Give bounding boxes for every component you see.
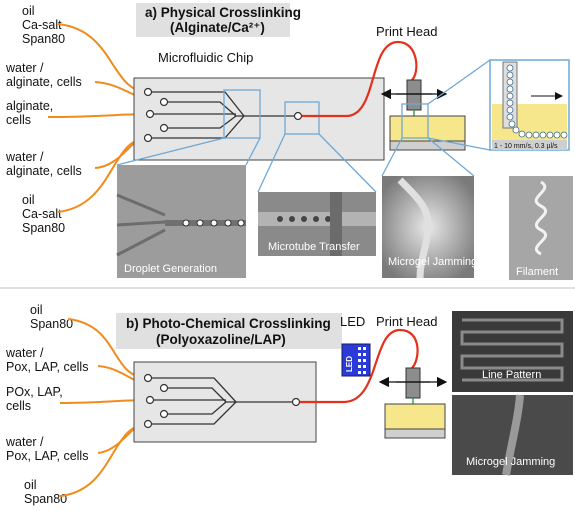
svg-text:water /: water / <box>5 346 44 360</box>
photo-microtube-transfer: Microtube Transfer <box>258 192 376 256</box>
svg-text:water /: water / <box>5 61 44 75</box>
svg-text:Pox, LAP, cells: Pox, LAP, cells <box>6 360 88 374</box>
panel-a-inputs: oil Ca-salt Span80 water / alginate, cel… <box>5 4 82 235</box>
photo-line-pattern: Line Pattern <box>452 311 573 392</box>
print-head-a <box>380 79 466 151</box>
svg-text:Pox, LAP, cells: Pox, LAP, cells <box>6 449 88 463</box>
svg-text:cells: cells <box>6 113 31 127</box>
microfluidic-chip-a <box>133 77 385 161</box>
svg-text:Ca-salt: Ca-salt <box>22 18 62 32</box>
svg-text:alginate, cells: alginate, cells <box>6 75 82 89</box>
photo-droplet-generation: Droplet Generation <box>116 165 246 278</box>
svg-text:alginate, cells: alginate, cells <box>6 164 82 178</box>
print-head-zoom-inset: 1 - 10 mm/s, 0.3 µl/s <box>489 59 570 151</box>
svg-text:Span80: Span80 <box>22 32 65 46</box>
svg-text:Span80: Span80 <box>24 492 67 506</box>
panel-b-title-box <box>116 313 342 349</box>
svg-text:oil: oil <box>30 303 43 317</box>
svg-text:oil: oil <box>22 4 35 18</box>
speed-label: 1 - 10 mm/s, 0.3 µl/s <box>494 143 558 150</box>
photo-filament: Filament <box>509 176 573 280</box>
svg-text:oil: oil <box>22 193 35 207</box>
photo-microgel-jamming-b: Microgel Jamming <box>452 394 573 476</box>
panel-b-inputs: oil Span80 water / Pox, LAP, cells POx, … <box>5 303 88 506</box>
chip-label: Microfluidic Chip <box>158 50 253 65</box>
print-head-label-b: Print Head <box>376 314 437 329</box>
microtube-transfer-caption: Microtube Transfer <box>268 241 360 253</box>
svg-text:Span80: Span80 <box>22 221 65 235</box>
photo-microgel-jamming-a: Microgel Jamming <box>382 176 477 279</box>
svg-text:oil: oil <box>24 478 37 492</box>
led-label: LED <box>340 314 365 329</box>
line-pattern-caption: Line Pattern <box>482 369 541 381</box>
svg-text:water /: water / <box>5 435 44 449</box>
led-box-text: LED <box>345 356 354 372</box>
svg-text:Span80: Span80 <box>30 317 73 331</box>
tubing-b <box>300 328 419 404</box>
tubing-a <box>302 40 418 118</box>
panel-b-title: b) Photo-Chemical Crosslinking <box>126 316 331 331</box>
panel-a-title: a) Physical Crosslinking <box>145 5 301 20</box>
microgel-jamming-caption-a: Microgel Jamming <box>388 256 477 268</box>
panel-b-subtitle: (Polyoxazoline/LAP) <box>156 332 286 347</box>
filament-caption: Filament <box>516 266 558 278</box>
svg-text:alginate,: alginate, <box>6 99 53 113</box>
print-head-label-a: Print Head <box>376 24 437 39</box>
droplet-generation-caption: Droplet Generation <box>124 263 217 275</box>
svg-text:water /: water / <box>5 150 44 164</box>
svg-text:Ca-salt: Ca-salt <box>22 207 62 221</box>
microgel-jamming-caption-b: Microgel Jamming <box>466 456 555 468</box>
print-head-b <box>378 367 448 439</box>
svg-text:POx, LAP,: POx, LAP, <box>6 385 63 399</box>
zoom-connectors-a <box>116 59 491 193</box>
panel-a-subtitle: (Alginate/Ca²⁺) <box>170 20 265 35</box>
microfluidic-chip-b <box>133 361 317 443</box>
svg-text:cells: cells <box>6 399 31 413</box>
led-unit: LED <box>341 343 371 377</box>
panel-a-title-box <box>136 3 290 37</box>
